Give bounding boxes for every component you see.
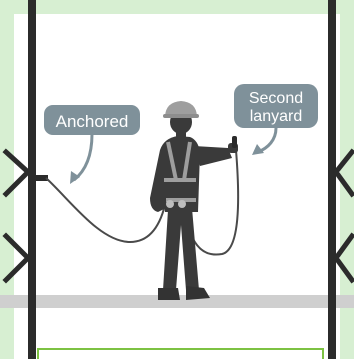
bottom-box [38, 349, 323, 359]
right-pole [328, 0, 336, 359]
harness-d-ring-left [166, 200, 174, 208]
anchored-label: Anchored [56, 112, 129, 131]
harness-d-ring-right [178, 200, 186, 208]
second-lanyard-label-line2: lanyard [250, 108, 302, 125]
second-lanyard-label-line1: Second [249, 90, 303, 107]
anchor-point [34, 175, 48, 181]
